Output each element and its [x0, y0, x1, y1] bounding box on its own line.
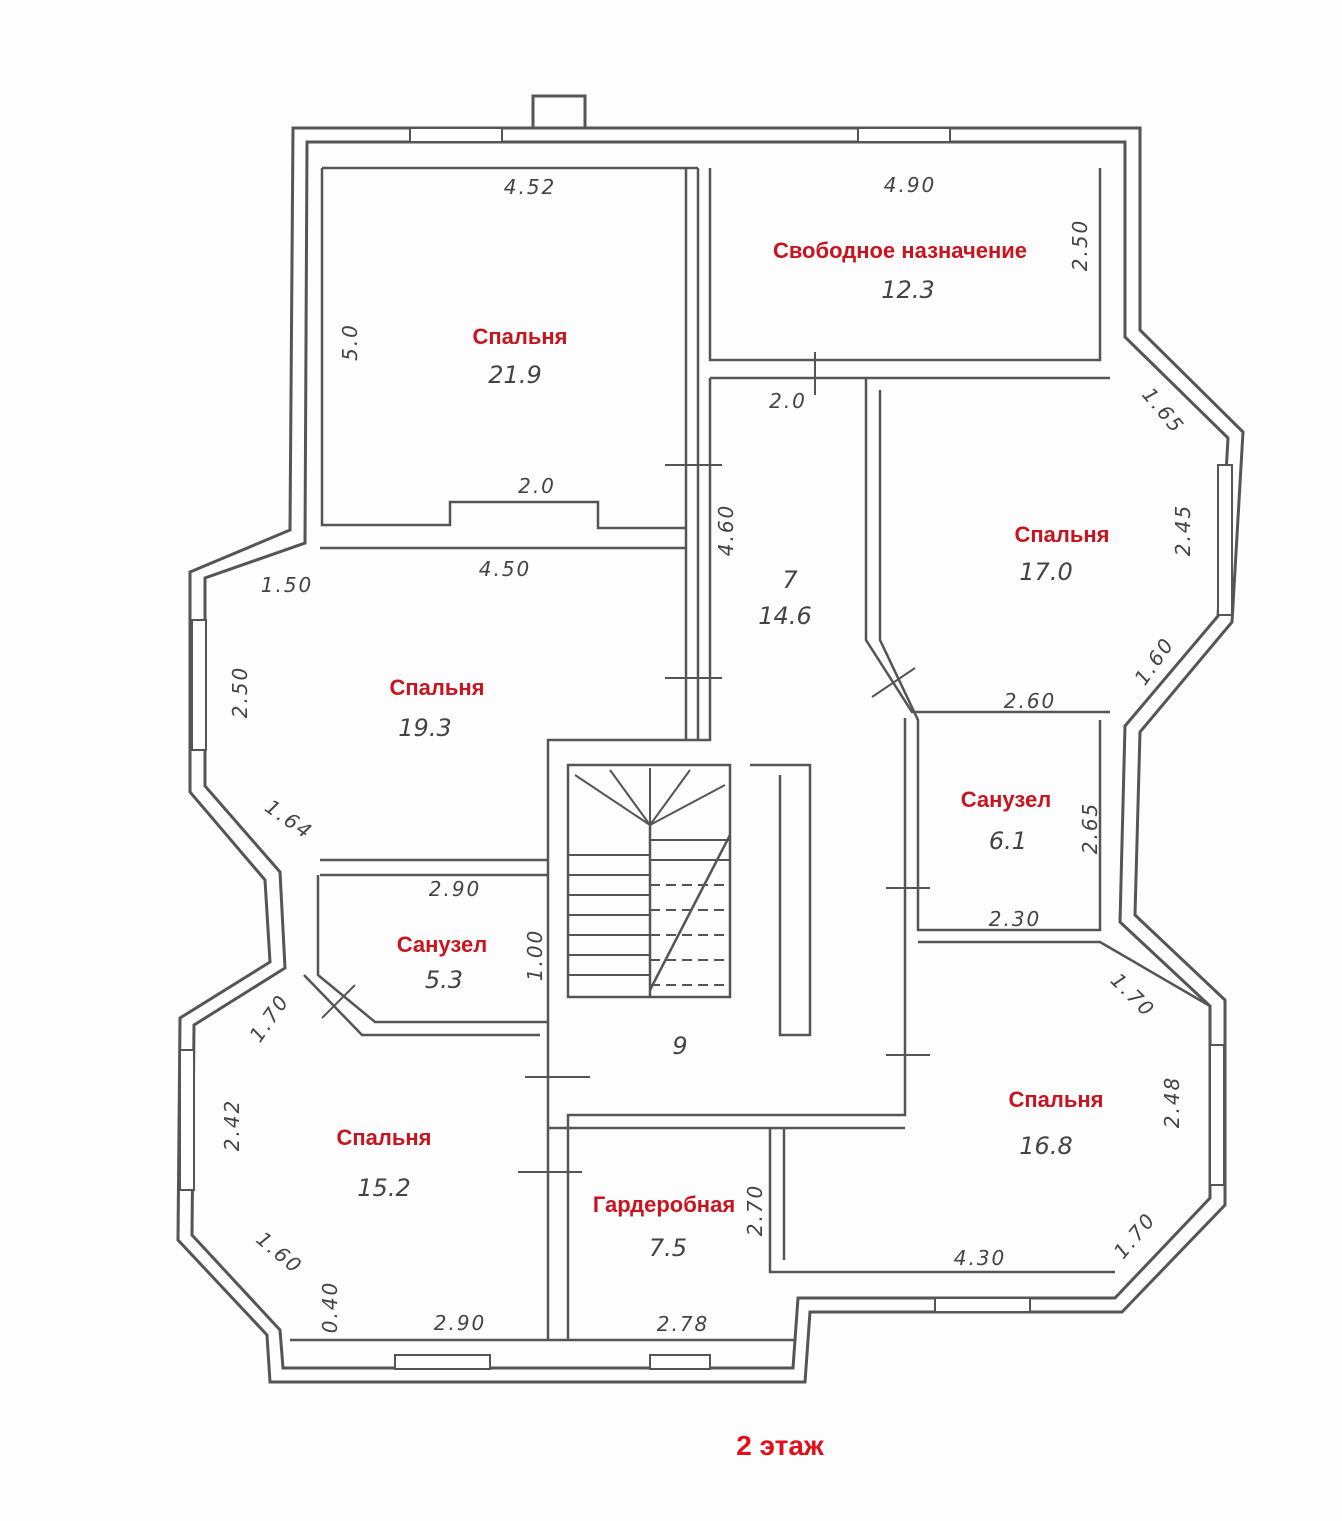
- room-area: 19.3: [398, 714, 451, 742]
- window: [857, 127, 951, 143]
- dimension: 2.50: [1068, 219, 1092, 272]
- dimension: 2.50: [228, 666, 252, 719]
- dimension: 4.90: [884, 173, 937, 197]
- dimension: 4.60: [714, 504, 738, 557]
- dimension: 2.42: [220, 1099, 244, 1152]
- room-name: Спальня: [389, 675, 484, 700]
- room-area: 14.6: [758, 602, 811, 630]
- room-name: Свободное назначение: [773, 238, 1027, 263]
- dimension: 1.64: [261, 794, 318, 844]
- room-area: 16.8: [1019, 1132, 1072, 1160]
- dimension: 4.52: [504, 175, 557, 199]
- room-name: Спальня: [336, 1125, 431, 1150]
- room-name: Санузел: [397, 932, 487, 957]
- stair-steps: [568, 768, 730, 986]
- room-name: Спальня: [1014, 522, 1109, 547]
- dimension: 2.0: [518, 474, 556, 498]
- dimension: 2.60: [1004, 689, 1057, 713]
- floor-label: 2 этаж: [736, 1430, 825, 1461]
- dimension: 2.90: [429, 877, 482, 901]
- dimension: 1.70: [244, 990, 294, 1047]
- window: [191, 619, 207, 751]
- room-name: Гардеробная: [593, 1192, 735, 1217]
- dimension: 2.78: [657, 1312, 710, 1336]
- room-area: 7.5: [649, 1234, 687, 1262]
- room-area: 6.1: [989, 827, 1027, 855]
- room-area: 21.9: [488, 361, 541, 389]
- room-area: 15.2: [357, 1174, 410, 1202]
- dimension: 1.70: [1109, 1208, 1161, 1264]
- room-area: 12.3: [881, 276, 934, 304]
- window: [409, 127, 503, 143]
- dimension: 5.0: [338, 323, 362, 361]
- window: [179, 1049, 195, 1191]
- window: [1209, 1044, 1225, 1186]
- room-area: 17.0: [1019, 558, 1072, 586]
- room-number: 7: [782, 566, 798, 594]
- room-area: 5.3: [425, 966, 463, 994]
- dimension: 4.50: [479, 557, 532, 581]
- dimension: 1.50: [261, 573, 314, 597]
- dimension: 2.65: [1078, 802, 1102, 855]
- outer-wall: [176, 126, 1245, 1384]
- dimension: 4.30: [954, 1246, 1007, 1270]
- window: [1217, 464, 1233, 616]
- dimension: 0.40: [318, 1281, 342, 1334]
- dimension: 1.60: [252, 1227, 308, 1279]
- door-marks: [321, 352, 930, 1173]
- dimension: 2.0: [769, 389, 807, 413]
- window: [649, 1354, 711, 1370]
- chimney: [531, 94, 587, 130]
- interior-walls: [290, 166, 1211, 1342]
- dimension: 1.70: [1106, 968, 1160, 1022]
- dimension: 2.48: [1160, 1076, 1184, 1129]
- dimension: 2.70: [743, 1184, 767, 1237]
- room-name: Спальня: [1008, 1087, 1103, 1112]
- window: [934, 1297, 1031, 1313]
- room-number: 9: [672, 1032, 687, 1060]
- dimension: 2.30: [989, 907, 1042, 931]
- room-name: Санузел: [961, 787, 1051, 812]
- dimension: 1.00: [523, 929, 547, 982]
- room-name: Спальня: [472, 324, 567, 349]
- dimension: 1.60: [1129, 633, 1179, 690]
- dimension: 2.45: [1171, 504, 1195, 557]
- window: [394, 1354, 491, 1370]
- dimension: 2.90: [434, 1311, 487, 1335]
